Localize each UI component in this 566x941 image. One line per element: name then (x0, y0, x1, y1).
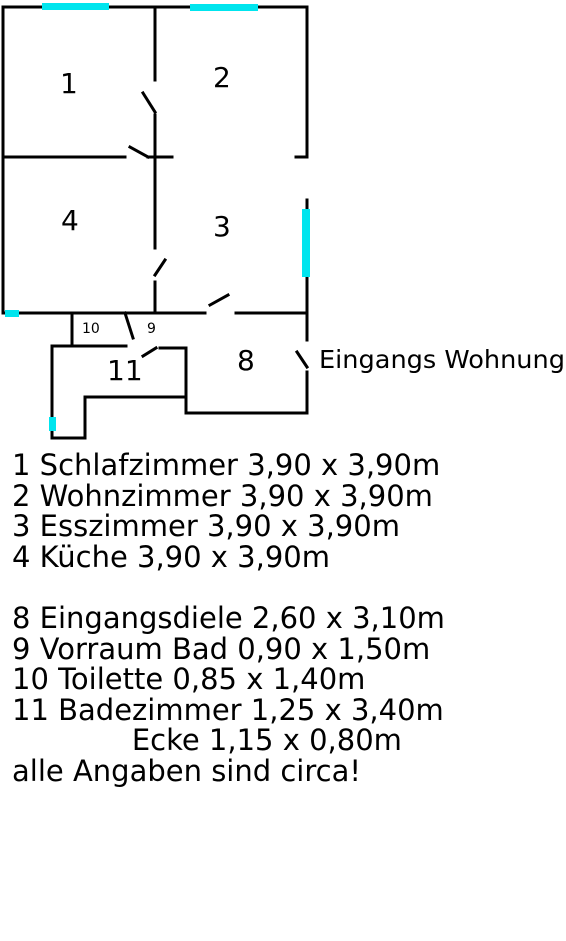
legend-line: alle Angaben sind circa! (12, 753, 361, 788)
legend-line: 10 Toilette 0,85 x 1,40m (12, 662, 366, 697)
wall (140, 345, 159, 359)
legend-line: 1 Schlafzimmer 3,90 x 3,90m (12, 448, 441, 482)
room-number: 8 (237, 344, 255, 377)
door (294, 349, 310, 370)
window (5, 310, 19, 317)
room-legend: 1 Schlafzimmer 3,90 x 3,90m 2 Wohnzimmer… (12, 450, 562, 787)
legend-line: 4 Küche 3,90 x 3,90m (12, 539, 330, 574)
room-number: 9 (147, 321, 156, 337)
door (140, 90, 158, 115)
legend-spacer (12, 572, 562, 603)
room-number: 1 (60, 67, 78, 100)
room-number: 10 (82, 321, 100, 337)
legend-line: 2 Wohnzimmer 3,90 x 3,90m (12, 478, 433, 513)
entrance-label: Eingangs Wohnung (319, 345, 565, 374)
room-number: 3 (213, 210, 231, 243)
window (190, 4, 258, 11)
window (49, 417, 56, 431)
room-number: 4 (61, 204, 79, 237)
window (302, 209, 310, 277)
legend-line: 11 Badezimmer 1,25 x 3,40m (12, 692, 444, 727)
room-number: 11 (107, 354, 143, 387)
door (127, 144, 151, 160)
room-number: 2 (213, 61, 231, 94)
legend-line: 3 Esszimmer 3,90 x 3,90m (12, 509, 400, 544)
legend-line: 9 Vorraum Bad 0,90 x 1,50m (12, 631, 431, 666)
door (152, 257, 168, 278)
legend-line: Ecke 1,15 x 0,80m (12, 723, 402, 758)
window (42, 3, 109, 10)
wall (123, 311, 135, 340)
floor-plan: 1 2 3 4 8 9 10 11 Eingangs Wohnung (1, 3, 565, 440)
door (207, 292, 231, 308)
legend-line: 8 Eingangsdiele 2,60 x 3,10m (12, 600, 445, 635)
